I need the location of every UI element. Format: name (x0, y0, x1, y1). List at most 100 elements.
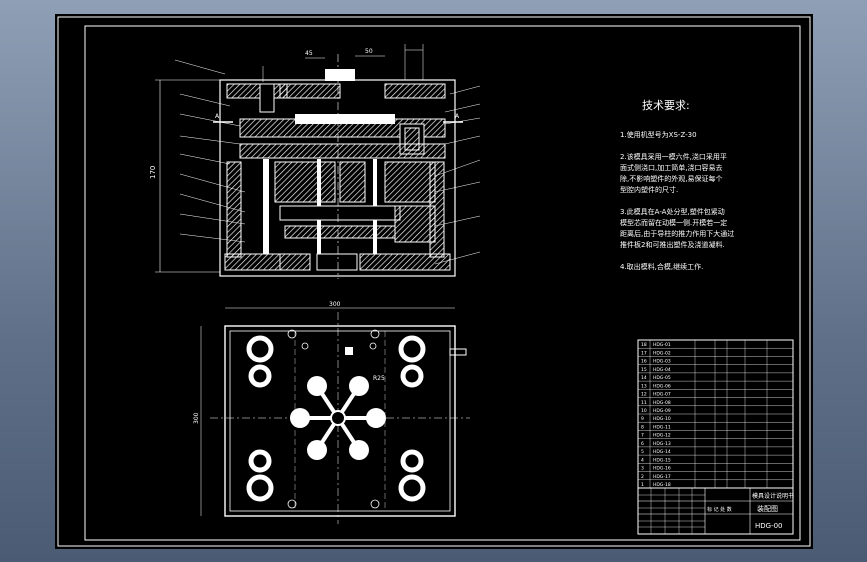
core-left (274, 161, 336, 203)
plan-view: 300 300 R25 (193, 301, 470, 524)
section-label-left: A (215, 113, 220, 120)
cavity-6 (349, 440, 369, 460)
cavity-1 (290, 408, 310, 428)
core-mid (339, 161, 366, 203)
tech-item-3c: 距离后,由于导柱的推力作用下大通过 (620, 229, 734, 238)
bom-item-number: 3 (641, 466, 644, 472)
ejector-retainer (279, 205, 401, 221)
bom-item-number: 7 (641, 433, 644, 439)
bom-item-number: 4 (641, 457, 644, 463)
ejector-plate (284, 225, 396, 239)
title-block-frame (637, 487, 794, 535)
plan-inner (229, 330, 451, 512)
bottom-clamp-left (224, 253, 281, 271)
drawing-name: 装配图 (757, 504, 778, 513)
tech-item-1: 1.使用机型号为XS-Z-30 (620, 130, 697, 139)
bom-item-number: 1 (641, 482, 644, 488)
bottom-clamp-right (359, 253, 451, 271)
section-cut-marker (345, 347, 353, 355)
cavity-4 (349, 376, 369, 396)
parting-line-block (295, 114, 395, 124)
bom-table: HDG-0118HDG-0217HDG-0316HDG-0415HDG-0514… (637, 339, 794, 489)
bom-item-number: 10 (641, 408, 647, 414)
section-label-right: A (455, 113, 460, 120)
guide-pillar-bl (246, 474, 274, 502)
guide-pillar-tr (398, 335, 426, 363)
tech-item-3a: 3.此模具在A-A处分型,塑件包紧动 (620, 207, 725, 216)
inner-border (84, 25, 801, 541)
bom-item-number: 13 (641, 383, 647, 389)
tech-item-2d: 型腔内塑件的尺寸. (620, 185, 678, 194)
bom-item-number: 5 (641, 449, 644, 455)
screw-symbols (287, 329, 380, 509)
bom-part-code: HDG-06 (653, 383, 671, 389)
cavity-5 (307, 440, 327, 460)
radius-note: R25 (373, 375, 385, 382)
tech-item-2a: 2.该模具采用一模六件,浇口采用平 (620, 152, 727, 161)
bom-rows: HDG-0118HDG-0217HDG-0316HDG-0415HDG-0514… (638, 340, 793, 489)
guide-pillar-tl (246, 335, 274, 363)
leaders-right (434, 85, 481, 265)
cavity-3 (307, 376, 327, 396)
bom-item-number: 2 (641, 474, 644, 480)
leaders-left (174, 59, 246, 243)
sprue-center (330, 410, 346, 426)
bom-part-code: HDG-04 (653, 367, 671, 373)
bom-part-code: HDG-13 (653, 441, 671, 447)
tech-item-3b: 模型芯而留在动模一侧.开模若一定 (620, 218, 727, 227)
guide-pillar-bl2 (248, 449, 272, 473)
bom-part-code: HDG-16 (653, 466, 671, 472)
guide-pillar-tr2 (400, 364, 424, 388)
top-clamp-mid (279, 83, 341, 99)
core-plate (239, 143, 446, 159)
tech-item-3d: 推件板2和可推出塑件及浇道凝料. (620, 240, 725, 249)
bom-item-number: 11 (641, 400, 647, 406)
title-block: 模具设计说明书 装配图 HDG-00 标 记 处 数 (637, 487, 794, 535)
side-lug (449, 348, 467, 356)
tech-item-4: 4.取出模料,合模,继续工作. (620, 262, 703, 271)
bom-part-code: HDG-05 (653, 375, 671, 381)
ejector-rod-hole (316, 253, 358, 271)
assembly-drawing: 170 45 50 (57, 16, 811, 547)
guide-pillar-br (398, 474, 426, 502)
height-dim-value: 170 (149, 166, 157, 179)
drawing-viewport[interactable]: 170 45 50 (55, 14, 813, 549)
bom-item-number: 6 (641, 441, 644, 447)
bom-part-code: HDG-17 (653, 474, 671, 480)
bom-part-code: HDG-07 (653, 392, 671, 398)
drawing-number: HDG-00 (755, 522, 783, 530)
core-right (384, 161, 436, 203)
project-title: 模具设计说明书 (752, 492, 794, 500)
bom-part-code: HDG-03 (653, 359, 671, 365)
plan-height-value: 300 (193, 412, 200, 424)
bom-item-number: 15 (641, 367, 647, 373)
ejector-pin-left (263, 159, 269, 254)
outer-border (57, 16, 811, 547)
scale-row: 标 记 处 数 (707, 506, 732, 513)
bom-item-number: 16 (641, 359, 647, 365)
bom-part-code: HDG-01 (653, 342, 671, 348)
bom-part-code: HDG-08 (653, 400, 671, 406)
bom-item-number: 14 (641, 375, 647, 381)
sprue-bushing (325, 69, 355, 81)
guide-pillar-tl2 (248, 364, 272, 388)
tech-title: 技术要求: (642, 99, 690, 112)
guide-pillars (246, 335, 426, 502)
tech-item-2c: 除,不影响塑件的外观,易保证每个 (620, 174, 722, 183)
cavities (290, 376, 386, 460)
bottom-clamp-mid (279, 253, 311, 271)
bom-part-code: HDG-02 (653, 350, 671, 356)
section-view: 170 45 50 (149, 44, 481, 279)
bom-part-code: HDG-18 (653, 482, 671, 488)
cavity-2 (366, 408, 386, 428)
spacer-left (226, 161, 242, 258)
guide-pillar-br2 (400, 449, 424, 473)
bom-part-code: HDG-10 (653, 416, 671, 422)
top-clamp-left (226, 83, 288, 99)
bom-part-code: HDG-11 (653, 424, 671, 430)
plan-outline (224, 325, 456, 517)
guide-bushing-left (259, 83, 275, 113)
tech-item-2b: 面式侧浇口,加工简单,浇口容易去 (620, 163, 722, 172)
top-clamp-right (384, 83, 446, 99)
bom-part-code: HDG-15 (653, 457, 671, 463)
